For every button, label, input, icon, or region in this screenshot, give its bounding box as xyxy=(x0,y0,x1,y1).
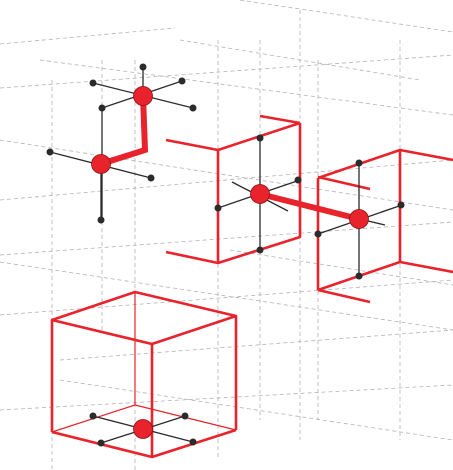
small-node xyxy=(214,204,222,212)
small-node xyxy=(139,63,147,71)
grid-line xyxy=(0,54,453,89)
cube-red-nodes xyxy=(250,184,369,229)
cube-edge xyxy=(317,175,371,191)
red-bond-straight xyxy=(257,191,362,222)
small-node xyxy=(189,104,197,112)
red-bond xyxy=(98,93,149,167)
cube-right xyxy=(316,148,453,304)
small-node xyxy=(256,134,264,142)
cube-top-face xyxy=(50,290,238,346)
grid-line xyxy=(0,159,453,201)
grid-line xyxy=(229,249,453,286)
large-node xyxy=(349,209,369,229)
bent-bond xyxy=(98,93,149,167)
grid-line xyxy=(239,0,453,33)
small-node xyxy=(178,77,186,85)
grid-line xyxy=(0,139,453,211)
grid-line xyxy=(0,279,453,316)
small-node xyxy=(97,216,105,224)
cube-edge xyxy=(317,288,371,304)
cube-middle xyxy=(165,114,302,265)
cube-bottom-hidden xyxy=(51,292,237,433)
large-node xyxy=(133,86,153,106)
dark-nodes xyxy=(46,63,197,224)
large-node xyxy=(133,419,153,439)
small-node xyxy=(189,438,197,446)
cube-bottom-dark-nodes xyxy=(89,412,197,447)
small-node xyxy=(256,246,264,254)
small-node xyxy=(355,272,363,280)
node-cluster-top-left xyxy=(46,63,197,224)
cube-dark-nodes xyxy=(214,134,405,280)
cube-edge xyxy=(317,260,453,292)
grid-line xyxy=(59,329,453,361)
cube-edge xyxy=(51,428,237,459)
small-node xyxy=(147,174,155,182)
small-node xyxy=(355,159,363,167)
large-node xyxy=(250,184,270,204)
small-node xyxy=(89,412,97,420)
grid-line xyxy=(0,261,453,331)
small-node xyxy=(181,412,189,420)
cube-edge xyxy=(317,148,453,180)
grid-line xyxy=(59,379,453,441)
cube-edge xyxy=(259,114,301,125)
small-node xyxy=(314,230,322,238)
cube-edge xyxy=(165,121,301,152)
large-node xyxy=(91,154,111,174)
small-node xyxy=(46,148,54,156)
dark-bonds xyxy=(49,67,194,220)
grid-line xyxy=(0,221,453,256)
grid-line xyxy=(0,27,176,45)
small-node xyxy=(97,439,105,447)
red-nodes xyxy=(91,86,153,174)
small-node xyxy=(294,176,302,184)
cube-bottom xyxy=(50,290,238,459)
small-node xyxy=(98,104,106,112)
small-node xyxy=(89,79,97,87)
grid-line xyxy=(0,384,453,411)
small-node xyxy=(397,201,405,209)
